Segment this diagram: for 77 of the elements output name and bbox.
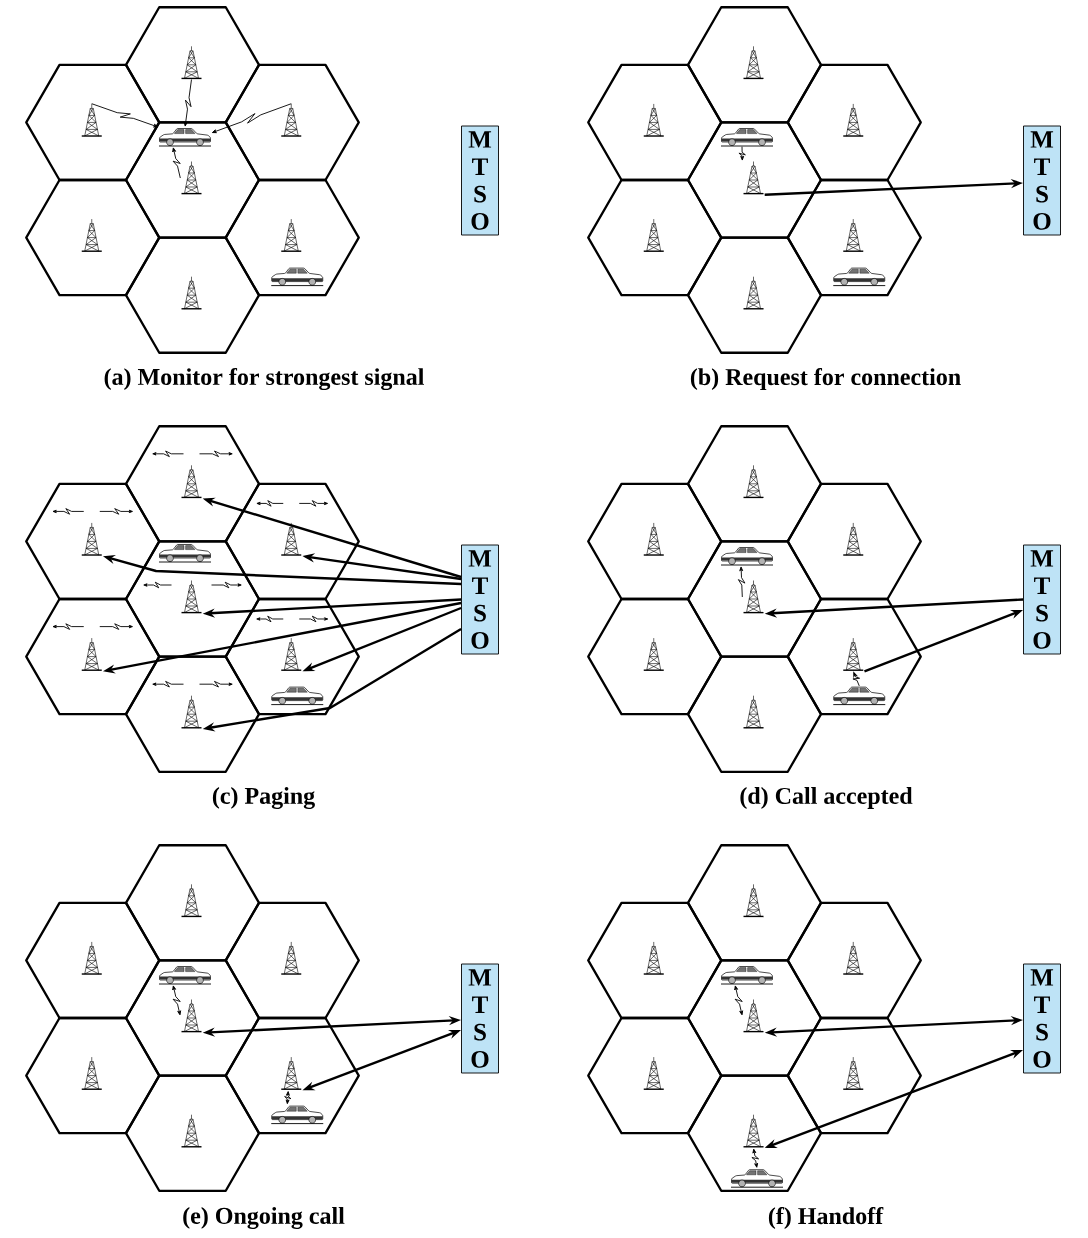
cell-tower <box>643 218 665 252</box>
car <box>270 686 324 706</box>
cell-tower <box>81 522 103 556</box>
cell-tower <box>180 276 203 310</box>
cell-tower <box>842 637 864 671</box>
cell-tower <box>643 941 665 975</box>
figure-caption: (d) Call accepted <box>740 787 913 809</box>
car <box>832 267 886 287</box>
cell-tower <box>180 695 203 729</box>
cell-tower <box>180 465 203 499</box>
cell-tower <box>280 1056 302 1090</box>
lightning-arrow <box>91 103 159 128</box>
cell-tower <box>280 522 302 556</box>
cell-tower <box>280 103 302 137</box>
cell-tower <box>742 884 765 918</box>
car <box>158 966 212 985</box>
cell-tower <box>180 580 203 614</box>
lightning-arrow <box>737 566 746 598</box>
car <box>720 966 774 985</box>
cell-tower <box>643 637 665 671</box>
cell-tower <box>180 884 203 918</box>
cell-tower <box>643 522 665 556</box>
mtso-box: M T S O <box>1023 963 1061 1074</box>
cell-tower <box>842 218 864 252</box>
cell-tower <box>742 1114 765 1148</box>
cell-tower <box>842 1056 864 1090</box>
car <box>270 1105 324 1125</box>
cell-tower <box>280 218 302 252</box>
car <box>832 686 886 706</box>
lightning-arrow <box>852 672 861 687</box>
lightning-arrow <box>284 1091 292 1105</box>
figure-caption: (c) Paging <box>212 787 315 809</box>
cell-tower <box>180 46 203 80</box>
cell-tower <box>81 218 103 252</box>
cell-tower <box>180 1114 203 1148</box>
figure-caption: (a) Monitor for strongest signal <box>104 367 424 391</box>
cell-tower <box>81 637 103 671</box>
mtso-box: M T S O <box>1023 544 1061 655</box>
cell-tower <box>742 276 765 310</box>
cell-tower <box>643 1056 665 1090</box>
lightning-arrow <box>172 985 182 1016</box>
lightning-arrow <box>183 79 192 127</box>
mtso-box: M T S O <box>1023 125 1061 236</box>
figure-caption: (e) Ongoing call <box>183 1207 345 1229</box>
car <box>158 544 212 563</box>
cell-tower <box>280 637 302 671</box>
figure-caption: (b) Request for connection <box>690 368 961 390</box>
cell-tower <box>842 941 864 975</box>
car <box>270 267 324 287</box>
lightning-arrow <box>211 103 292 134</box>
cell-tower <box>742 999 765 1033</box>
cell-tower <box>81 103 103 137</box>
mtso-box: M T S O <box>461 544 499 655</box>
lightning-arrow <box>172 147 181 179</box>
lightning-arrow <box>734 985 744 1016</box>
cell-tower <box>842 522 864 556</box>
lightning-arrow <box>738 146 746 161</box>
cell-tower <box>842 103 864 137</box>
cell-tower <box>742 161 765 195</box>
car <box>720 547 774 566</box>
lightning-arrow <box>751 1148 760 1168</box>
cell-tower <box>280 941 302 975</box>
mtso-box: M T S O <box>461 125 499 236</box>
cell-tower <box>742 695 765 729</box>
cell-tower <box>81 941 103 975</box>
cell-tower <box>742 465 765 499</box>
car <box>720 128 774 147</box>
car <box>158 128 212 147</box>
figure-caption: (f) Handoff <box>768 1207 884 1229</box>
cell-tower <box>180 161 203 195</box>
cell-tower <box>643 103 665 137</box>
cell-tower <box>742 580 765 614</box>
cell-tower <box>180 999 203 1033</box>
car <box>730 1169 784 1188</box>
cell-tower <box>742 46 765 80</box>
mtso-box: M T S O <box>461 963 499 1074</box>
cell-tower <box>81 1056 103 1090</box>
